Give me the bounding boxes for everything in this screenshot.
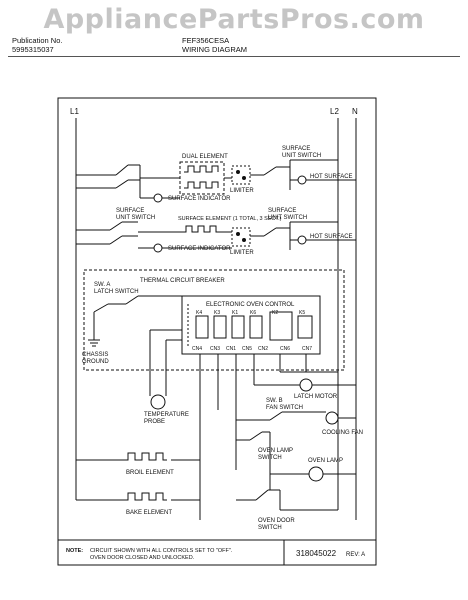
relay-k4 <box>195 315 209 339</box>
surface-indicator-lamp-2 <box>153 243 163 253</box>
relay-k5 <box>297 315 313 339</box>
terminal-label: CN7 <box>302 346 312 352</box>
relay-k1 <box>231 315 245 339</box>
switch-contact <box>263 166 277 176</box>
relay-label: K6 <box>250 310 256 316</box>
publication-number: 5995315037 <box>12 45 54 54</box>
diagram-subtitle: WIRING DIAGRAM <box>182 45 247 54</box>
breaker-contact <box>125 295 139 305</box>
label-limiter-1: LIMITER <box>230 188 254 194</box>
relay-k3 <box>213 315 227 339</box>
label-n: N <box>352 107 358 116</box>
revision: REV: A <box>346 552 365 558</box>
model-title: FEF356CESA <box>182 36 230 45</box>
relay-label: K4 <box>196 310 202 316</box>
hot-surface-lamp-2 <box>297 235 307 245</box>
label-hot-surface-2: HOT SURFACE <box>310 234 353 240</box>
label-broil-element: BROIL ELEMENT <box>126 470 174 476</box>
broil-element-coil <box>124 452 167 461</box>
label-oven-lamp: OVEN LAMP <box>308 458 343 464</box>
terminal-label: CN5 <box>242 346 252 352</box>
oven-control-dashed-region <box>83 269 345 371</box>
note-line-1: CIRCUIT SHOWN WITH ALL CONTROLS SET TO "… <box>90 548 233 554</box>
surface-element-coil <box>182 225 220 233</box>
switch-contact <box>109 235 123 245</box>
switch-contact <box>115 179 129 189</box>
limiter-2 <box>231 227 251 247</box>
label-bake-element: BAKE ELEMENT <box>126 510 172 516</box>
door-switch-contact <box>255 489 269 501</box>
hot-surface-lamp-1 <box>297 175 307 185</box>
dual-element-coil-1 <box>184 165 219 173</box>
limiter-1 <box>231 165 251 185</box>
label-thermal-circuit-breaker: THERMAL CIRCUIT BREAKER <box>140 278 225 284</box>
publication-info: Publication No. 5995315037 <box>12 36 62 54</box>
surface-indicator-lamp <box>153 193 163 203</box>
label-hot-surface-1: HOT SURFACE <box>310 174 353 180</box>
terminal-labels: CN4 CN3 CN1 CN5 CN2 CN6 CN7 <box>192 346 312 352</box>
electronic-oven-control-box <box>181 295 321 355</box>
label-latch-motor: LATCH MOTOR <box>294 394 338 400</box>
cooling-fan <box>325 411 339 425</box>
relay-k6 <box>249 315 263 339</box>
temperature-probe-sensor <box>150 394 166 410</box>
switch-contact <box>115 164 129 176</box>
latch-switch-contact <box>93 303 109 313</box>
relay-labels: K4 K3 K1 K6 K2 K5 <box>196 310 305 316</box>
label-electronic-oven-control: ELECTRONIC OVEN CONTROL <box>206 302 295 308</box>
relay-k2 <box>269 311 293 341</box>
relay-label: K1 <box>232 310 238 316</box>
relay-label: K5 <box>299 310 305 316</box>
terminal-label: CN3 <box>210 346 220 352</box>
lamp-switch-contact <box>249 431 263 441</box>
label-surface-element: SURFACE ELEMENT (1 TOTAL, 3 SECT.) <box>178 216 282 222</box>
label-surface-indicator-1: SURFACE INDICATOR <box>168 196 231 202</box>
switch-contact <box>263 227 277 237</box>
relay-label: K2 <box>272 310 278 316</box>
note-line-2: OVEN DOOR CLOSED AND UNLOCKED. <box>90 555 195 561</box>
diagram-number: 318045022 <box>296 549 337 558</box>
publication-label: Publication No. <box>12 36 63 45</box>
terminal-label: CN1 <box>226 346 236 352</box>
label-l1: L1 <box>70 107 79 116</box>
header-rule <box>8 56 460 57</box>
oven-lamp <box>308 466 324 482</box>
label-cooling-fan: COOLING FAN <box>322 430 363 436</box>
terminal-label: CN2 <box>258 346 268 352</box>
note-label: NOTE: <box>66 548 83 554</box>
terminal-label: CN6 <box>280 346 290 352</box>
terminal-label: CN4 <box>192 346 202 352</box>
bake-element-coil <box>124 492 167 501</box>
dual-element-coil-2 <box>184 181 219 189</box>
label-l2: L2 <box>330 107 339 116</box>
latch-motor <box>299 378 313 392</box>
label-surface-indicator-2: SURFACE INDICATOR <box>168 246 231 252</box>
switch-contact <box>109 221 123 231</box>
relay-label: K3 <box>214 310 220 316</box>
label-limiter-2: LIMITER <box>230 250 254 256</box>
dual-element-box <box>179 161 225 195</box>
diagram-frame <box>57 97 377 566</box>
label-dual-element: DUAL ELEMENT <box>182 154 228 160</box>
fan-switch-contact <box>269 411 283 421</box>
diagram-title: FEF356CESA WIRING DIAGRAM <box>182 36 247 54</box>
